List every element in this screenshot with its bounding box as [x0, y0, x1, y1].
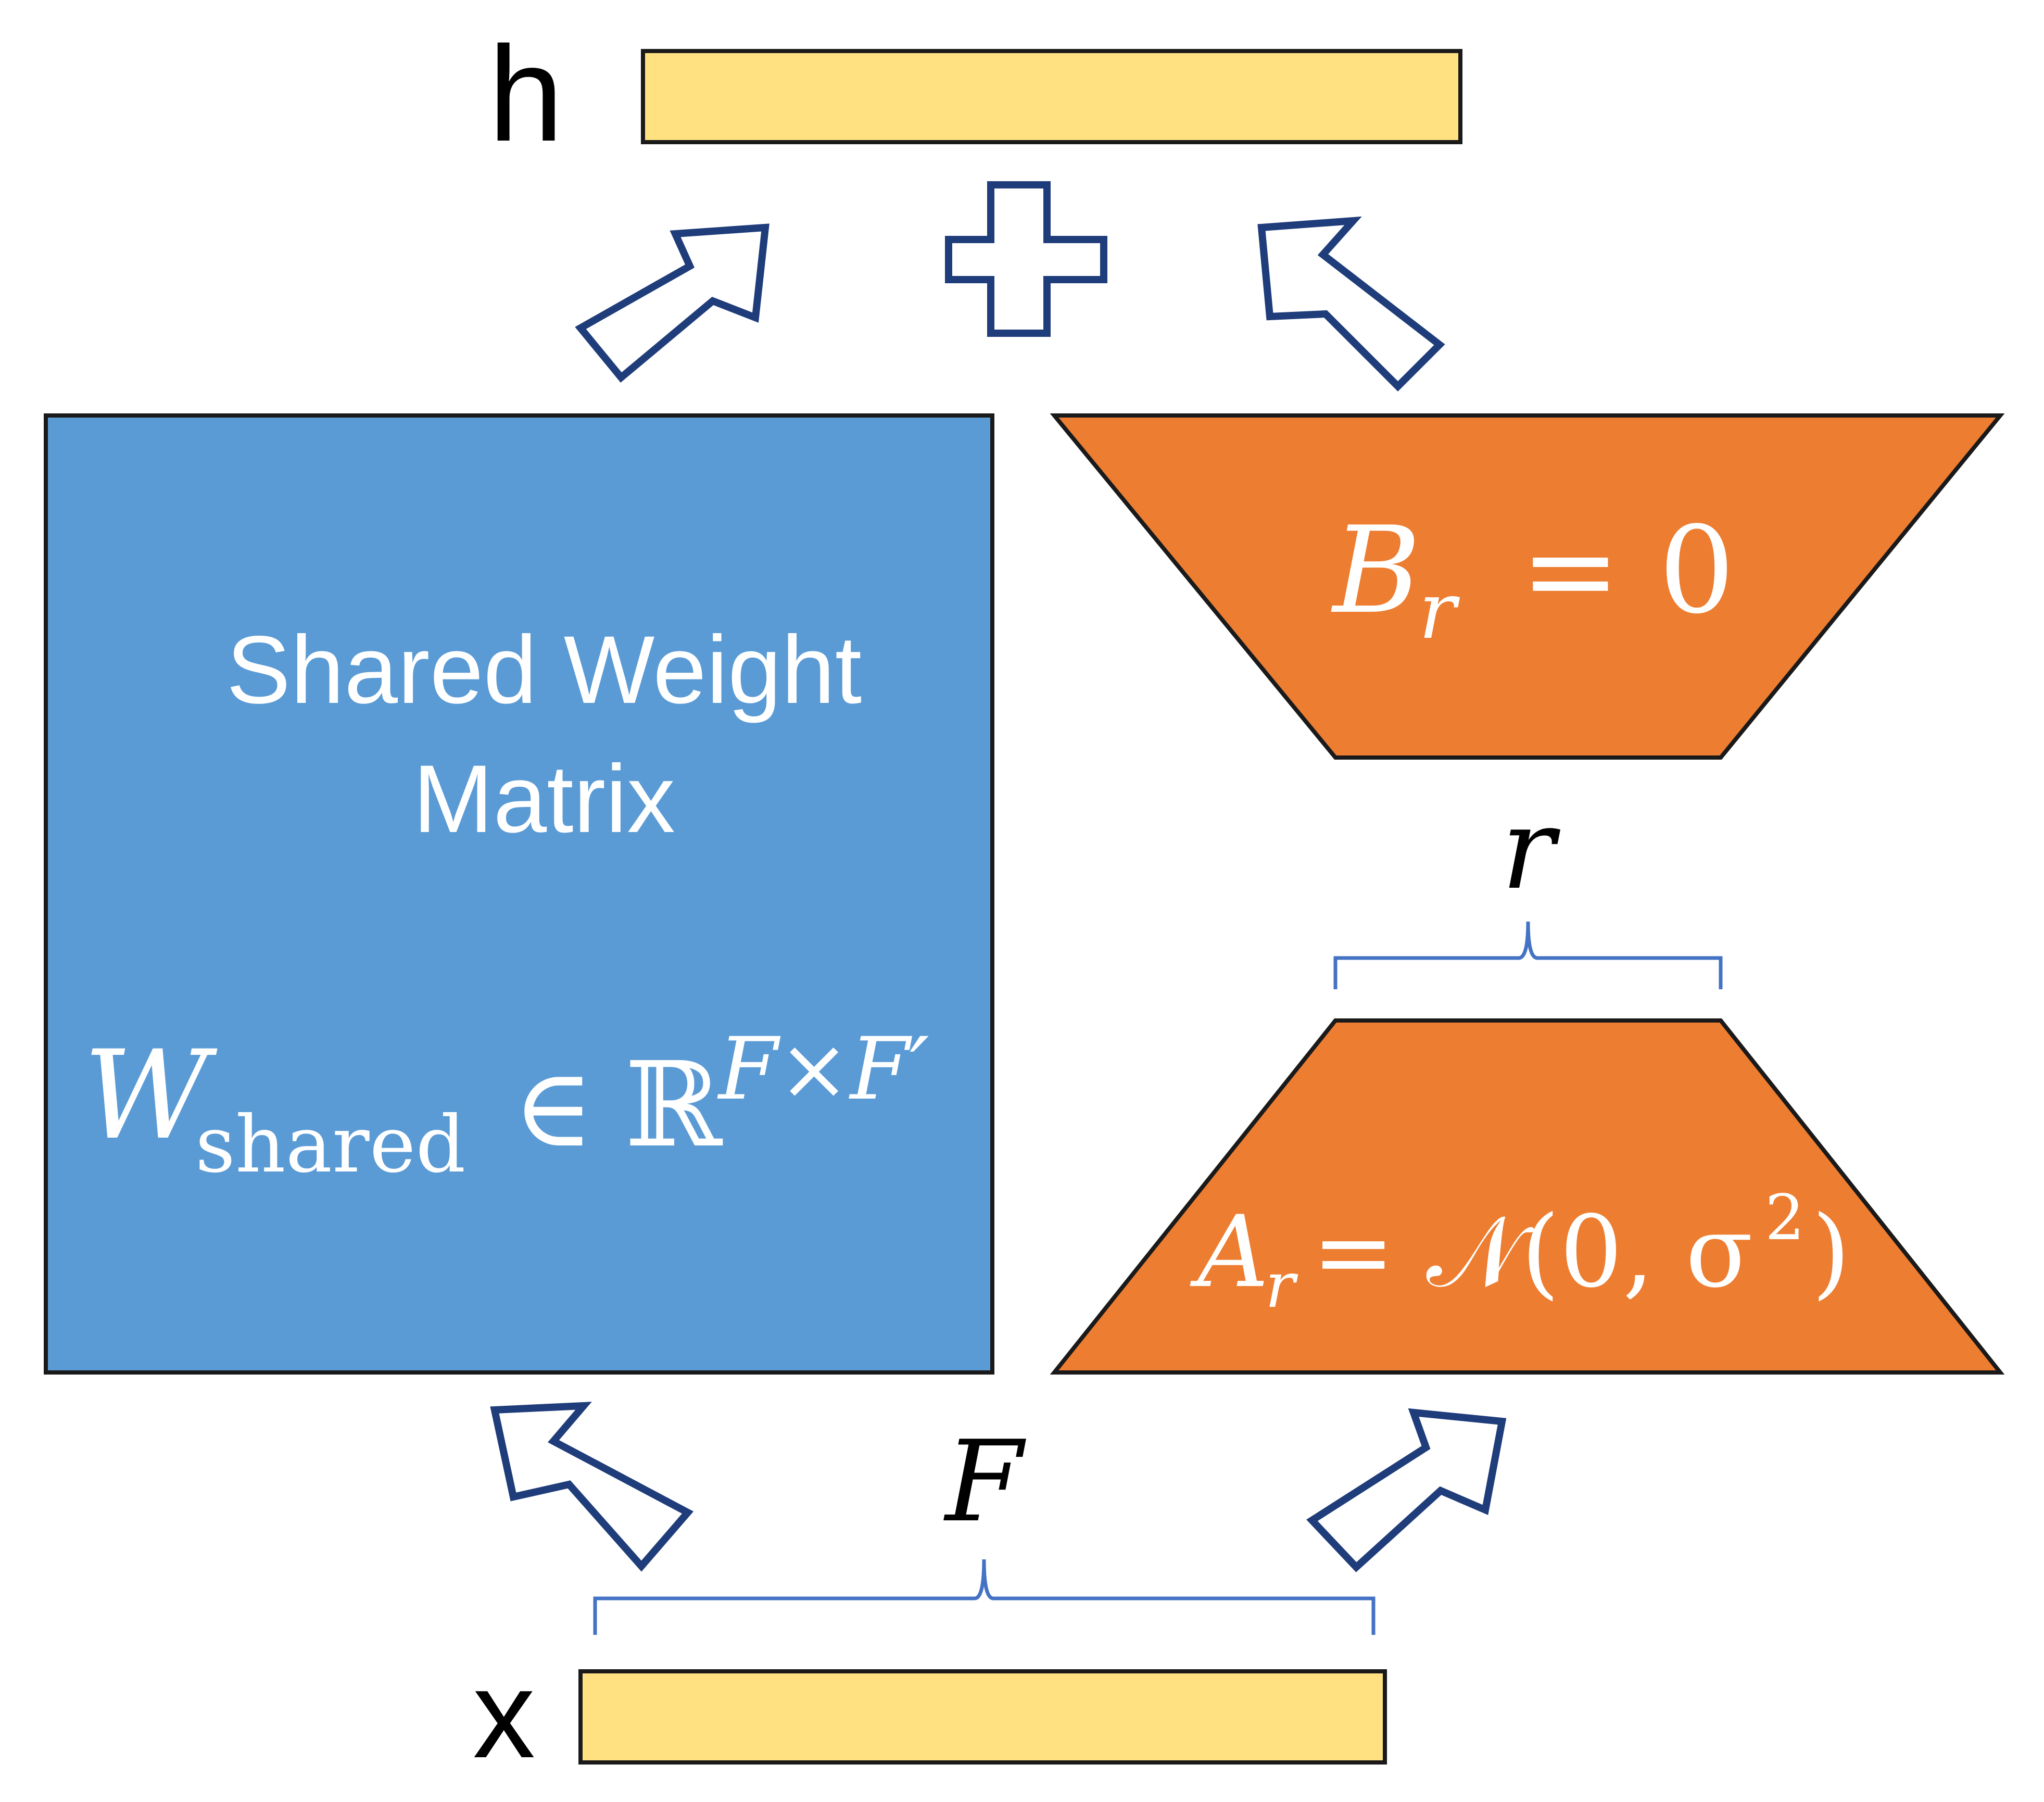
dim-label: F [943, 1416, 1026, 1547]
b-equals: = 0 [1520, 501, 1735, 640]
shared-matrix-formula: W shared ∈ ℝ F×F′ [83, 1019, 929, 1190]
rank-brace [1333, 921, 1723, 989]
output-label: h [488, 19, 564, 170]
a-subscript: r [1265, 1250, 1298, 1322]
w-reals: ℝ [625, 1037, 723, 1174]
lora-a-matrix [1050, 1018, 2005, 1375]
b-subscript: r [1419, 566, 1460, 657]
input-vector [578, 1669, 1387, 1765]
shared-weight-matrix [44, 413, 994, 1375]
a-matrix-formula: A r = 𝒩(0, σ 2 ) [1190, 1182, 1850, 1322]
b-symbol: B [1331, 501, 1421, 640]
arrow-up-left-to-shared-matrix [490, 1402, 694, 1572]
plus-icon [945, 181, 1107, 337]
w-subscript: shared [195, 1100, 466, 1190]
arrow-up-right-to-lora-a [1306, 1408, 1507, 1572]
w-superscript: F×F′ [717, 1019, 929, 1119]
input-label: x [473, 1644, 535, 1784]
lora-b-matrix [1050, 413, 2005, 760]
w-symbol: W [83, 1025, 218, 1167]
rank-label: r [1502, 784, 1561, 914]
a-superscript: 2 [1765, 1182, 1805, 1254]
a-equals: = 𝒩(0, σ [1312, 1194, 1753, 1309]
a-close: ) [1812, 1194, 1850, 1309]
w-element-of: ∈ [513, 1044, 594, 1171]
a-symbol: A [1190, 1194, 1269, 1309]
arrow-up-left-to-output [1257, 216, 1445, 392]
shared-matrix-title-line1: Shared Weight [226, 616, 862, 724]
arrow-up-right-to-output [575, 223, 769, 383]
dim-brace [593, 1559, 1376, 1635]
output-vector [641, 49, 1462, 144]
shared-matrix-title-line2: Matrix [413, 746, 675, 853]
